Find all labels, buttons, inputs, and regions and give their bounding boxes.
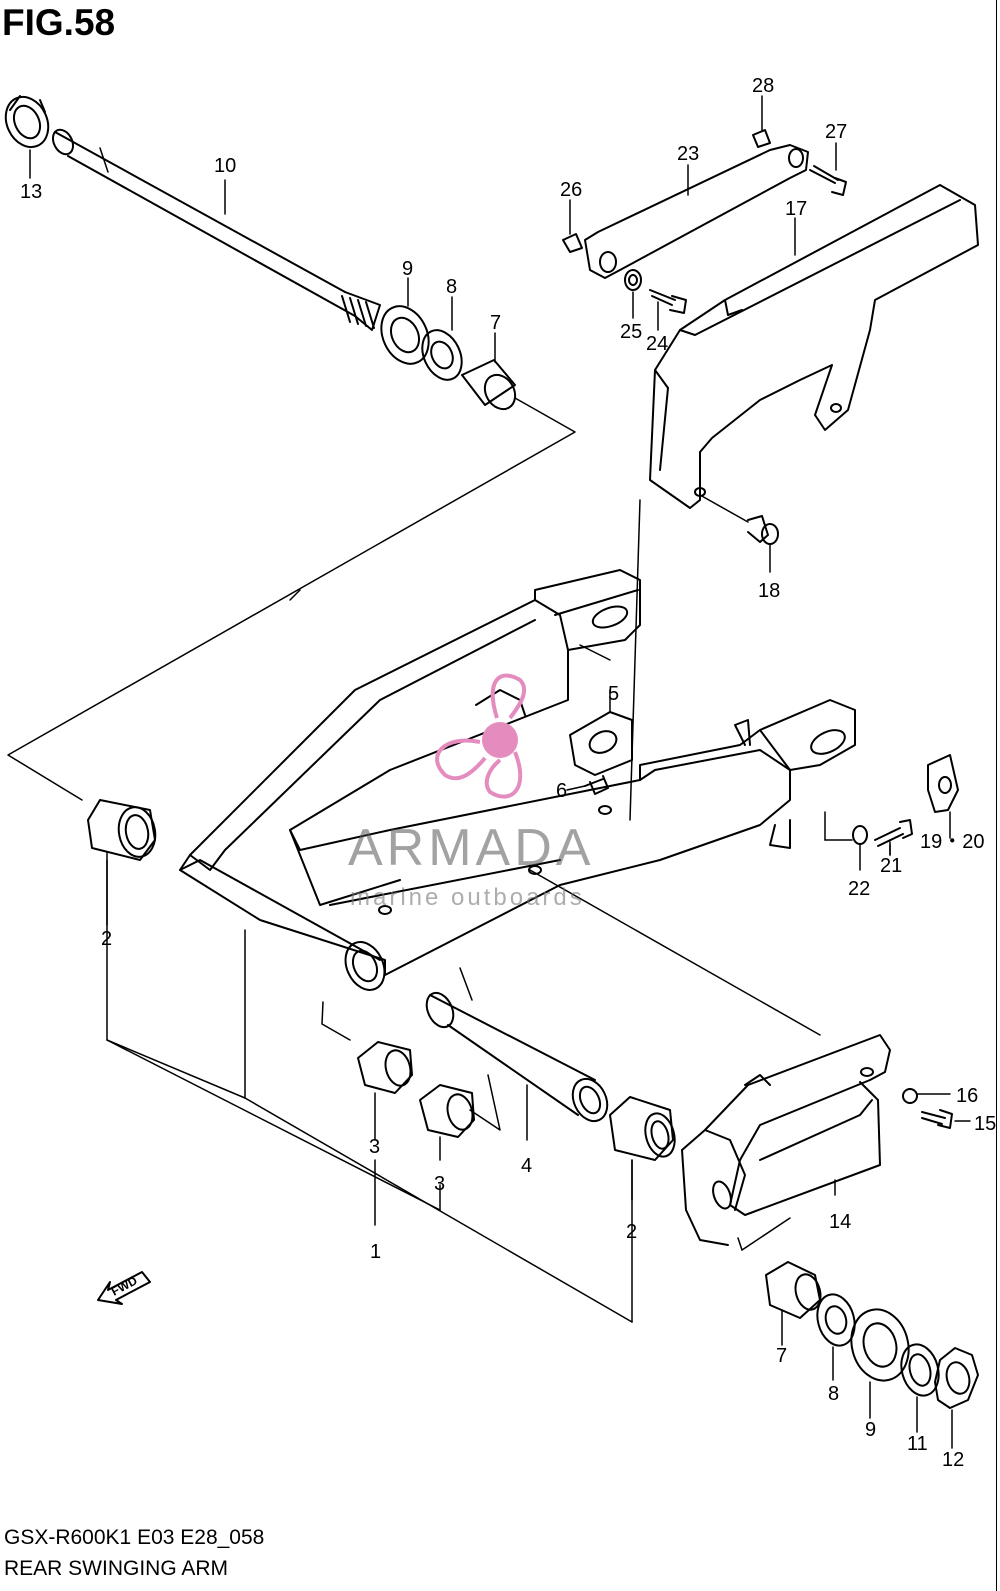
callout-14: 14 bbox=[829, 1211, 851, 1233]
part-14-chain-buffer bbox=[681, 1034, 891, 1246]
callout-16: 16 bbox=[956, 1085, 978, 1107]
part-2-bushing-left bbox=[87, 799, 157, 926]
callout-22: 22 bbox=[848, 878, 870, 900]
part-15-bolt bbox=[921, 1109, 971, 1129]
callout-10: 10 bbox=[214, 155, 236, 177]
part-9-bearing bbox=[380, 277, 430, 365]
watermark-brand: ARMADA bbox=[348, 819, 594, 877]
swing-arm-body bbox=[179, 569, 856, 991]
callout-7-upper: 7 bbox=[490, 312, 501, 334]
assembly-leader-lines bbox=[7, 397, 821, 1323]
fwd-arrow-icon bbox=[97, 1271, 151, 1305]
callout-6: 6 bbox=[556, 780, 567, 802]
part-3-bushing-left bbox=[357, 1041, 413, 1226]
callout-7-lower: 7 bbox=[776, 1345, 787, 1367]
part-16-washer bbox=[902, 1088, 951, 1104]
callout-13: 13 bbox=[20, 181, 42, 203]
callout-2-left: 2 bbox=[101, 928, 112, 950]
part-5-bracket bbox=[475, 689, 633, 776]
watermark-tagline: marine outboards bbox=[350, 884, 585, 911]
callout-15: 15 bbox=[974, 1113, 996, 1135]
callout-9-lower: 9 bbox=[865, 1419, 876, 1441]
part-13-pivot-nut bbox=[4, 95, 50, 179]
callout-17: 17 bbox=[785, 198, 807, 220]
part-6-screw bbox=[566, 775, 609, 795]
callout-27: 27 bbox=[825, 121, 847, 143]
callout-18: 18 bbox=[758, 580, 780, 602]
part-3-bushing-right bbox=[419, 1084, 475, 1211]
figure-title: FIG.58 bbox=[2, 2, 116, 43]
part-24-bolt bbox=[649, 289, 687, 331]
armada-logo-icon bbox=[435, 673, 527, 799]
callout-5: 5 bbox=[608, 683, 619, 705]
part-7-spacer-lower bbox=[765, 1261, 822, 1346]
part-27-bolt bbox=[809, 142, 847, 196]
part-9-washer-lower bbox=[850, 1308, 910, 1419]
part-19-20-pad bbox=[927, 754, 959, 839]
callout-19-20: 19・20 bbox=[920, 831, 985, 853]
part-21-bolt bbox=[874, 819, 913, 856]
assembly-name: REAR SWINGING ARM bbox=[4, 1557, 229, 1580]
callout-11: 11 bbox=[907, 1433, 928, 1455]
callout-8-lower: 8 bbox=[828, 1383, 839, 1405]
part-25-washer bbox=[624, 269, 642, 319]
callout-28: 28 bbox=[752, 75, 774, 97]
callout-9-upper: 9 bbox=[402, 258, 413, 280]
part-26-nut bbox=[562, 199, 583, 253]
callout-2-right: 2 bbox=[626, 1221, 637, 1243]
part-23-brace bbox=[584, 144, 809, 279]
part-4-sleeve bbox=[425, 991, 609, 1141]
part-22-washer bbox=[824, 811, 868, 871]
part-10-pivot-shaft bbox=[51, 128, 381, 331]
part-18-screw bbox=[699, 494, 779, 573]
callout-25: 25 bbox=[620, 321, 642, 343]
callout-1: 1 bbox=[370, 1241, 381, 1263]
part-17-chain-case bbox=[649, 184, 979, 509]
callout-8-upper: 8 bbox=[446, 276, 457, 298]
callout-labels: 13 10 9 8 7 28 27 23 26 17 25 24 18 5 6 … bbox=[20, 75, 996, 1471]
callout-21: 21 bbox=[880, 855, 902, 877]
callout-4: 4 bbox=[521, 1155, 532, 1177]
callout-3-left: 3 bbox=[369, 1136, 380, 1158]
model-code: GSX-R600K1 E03 E28_058 bbox=[4, 1526, 265, 1549]
part-8-washer bbox=[421, 296, 463, 381]
part-7-spacer-upper bbox=[461, 332, 517, 411]
part-11-washer bbox=[900, 1343, 940, 1433]
part-2-bushing-right bbox=[609, 1096, 676, 1201]
part-8-washer-lower bbox=[816, 1293, 856, 1381]
frame-border bbox=[996, 0, 997, 1591]
callout-12: 12 bbox=[942, 1449, 964, 1471]
callout-24: 24 bbox=[646, 333, 668, 355]
callout-3-right: 3 bbox=[434, 1173, 445, 1195]
part-28-nut bbox=[752, 95, 771, 148]
part-12-nut bbox=[934, 1347, 979, 1449]
callout-23: 23 bbox=[677, 143, 699, 165]
callout-26: 26 bbox=[560, 179, 582, 201]
